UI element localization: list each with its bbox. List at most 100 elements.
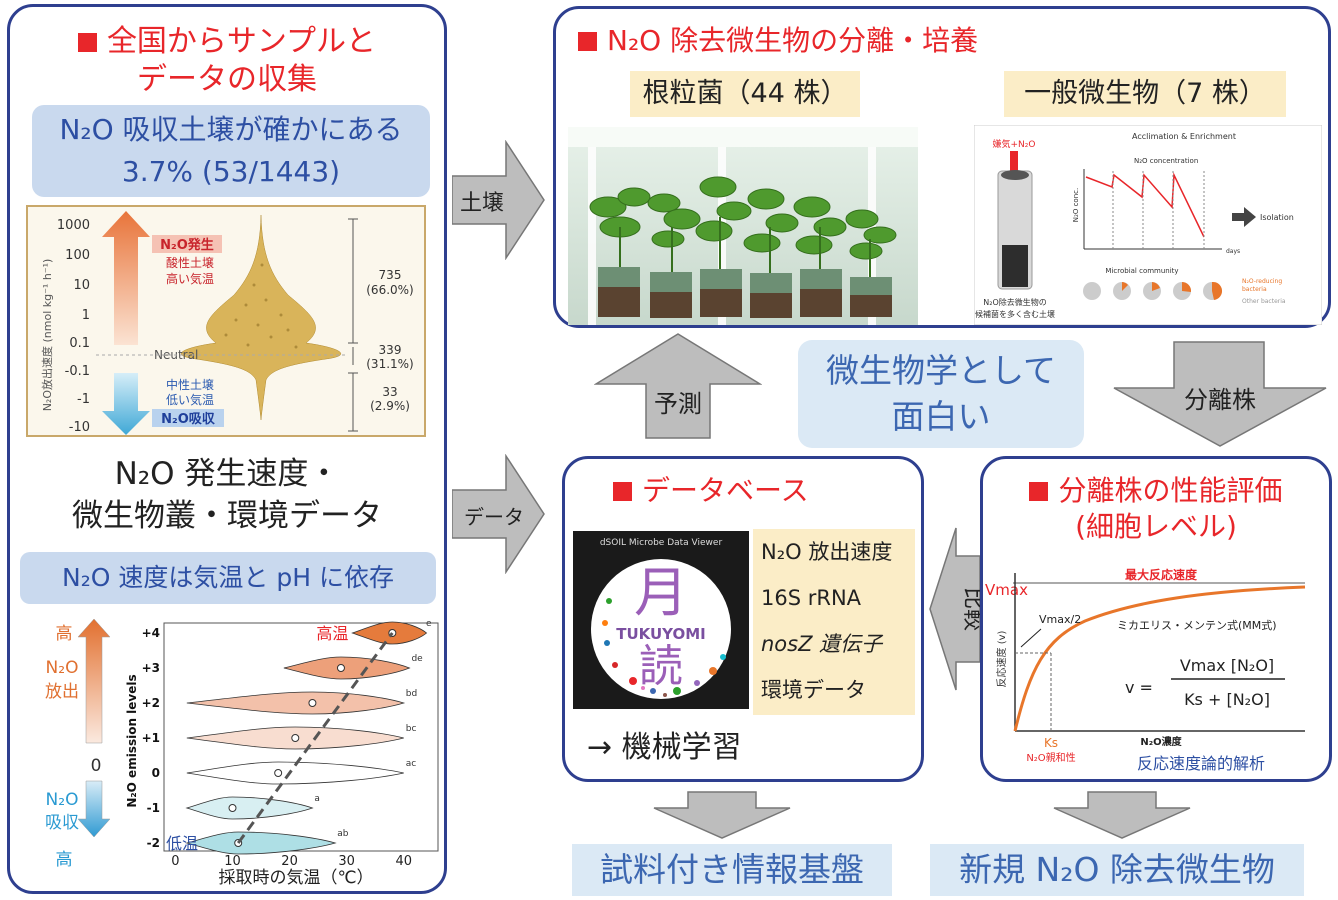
svg-text:高: 高: [56, 850, 73, 870]
svg-text:N₂O emission levels: N₂O emission levels: [125, 674, 139, 807]
isolation-title: N₂O 除去微生物の分離・培養: [578, 23, 978, 59]
vmax-half-pointer: [1020, 628, 1042, 648]
svg-text:N₂O濃度: N₂O濃度: [1140, 735, 1182, 748]
svg-text:採取時の気温（℃）: 採取時の気温（℃）: [218, 868, 373, 888]
red-square-icon: [578, 32, 597, 51]
info-platform-box: 試料付き情報基盤: [572, 844, 892, 896]
trend-line: [236, 632, 394, 844]
compare-arrow: 比較: [929, 527, 982, 691]
median-point: [228, 804, 237, 812]
evaluation-down-arrow: [1053, 791, 1191, 839]
svg-text:N₂O: N₂O: [46, 658, 79, 678]
level-tick-label: -2: [147, 836, 160, 850]
svg-text:Ks: Ks: [1044, 736, 1058, 750]
red-square-icon: [1029, 482, 1049, 501]
svg-text:N₂O concentration: N₂O concentration: [1134, 157, 1198, 165]
microbiology-interest-box: 微生物学として 面白い: [798, 340, 1084, 448]
red-square-icon: [613, 482, 632, 501]
svg-text:分離株: 分離株: [1184, 386, 1256, 414]
svg-text:高い気温: 高い気温: [166, 271, 214, 286]
median-point: [336, 664, 345, 672]
svg-text:(66.0%): (66.0%): [366, 283, 413, 297]
x-tick-label: 40: [395, 854, 412, 869]
violin-level-6: [185, 831, 337, 855]
svg-text:吸収: 吸収: [45, 813, 79, 833]
svg-text:Other bacteria: Other bacteria: [1242, 298, 1286, 305]
violin-level-1: [283, 656, 411, 680]
svg-text:高: 高: [56, 624, 73, 644]
x-tick-label: 0: [171, 854, 179, 869]
svg-text:N₂O親和性: N₂O親和性: [1026, 751, 1075, 764]
svg-text:(2.9%): (2.9%): [370, 399, 410, 413]
median-point: [308, 699, 317, 707]
svg-text:v =: v =: [1125, 678, 1153, 697]
significance-letter: bc: [406, 724, 417, 734]
level-tick-label: +4: [142, 626, 160, 640]
violin-level-4: [186, 761, 404, 785]
svg-text:N₂O conc.: N₂O conc.: [1072, 188, 1080, 222]
logo-kanji-bottom: 読: [639, 641, 683, 692]
svg-text:Acclimation & Enrichment: Acclimation & Enrichment: [1132, 132, 1236, 141]
general-microbe-label: 一般微生物（7 株）: [1004, 71, 1286, 117]
median-point: [291, 734, 300, 742]
new-microbe-box: 新規 N₂O 除去微生物: [930, 844, 1304, 896]
svg-text:33: 33: [382, 385, 397, 399]
x-tick-label: 20: [281, 854, 298, 869]
plot-frame: [163, 622, 439, 852]
rhizobia-label: 根粒菌（44 株）: [630, 71, 860, 117]
enrichment-diagram: Acclimation & Enrichment 嫌気+N₂O N₂O除去微生物…: [974, 125, 1322, 325]
svg-text:反応速度論的解析: 反応速度論的解析: [1137, 754, 1265, 773]
database-items: N₂O 放出速度 16S rRNA nosZ 遺伝子 環境データ: [753, 529, 915, 715]
emission-label: N₂O発生: [160, 237, 214, 253]
temperature-violin-chart: 高 N₂O 放出 0 N₂O 吸収 高 N₂O emission levels …: [45, 618, 439, 888]
svg-text:days: days: [1226, 248, 1240, 255]
isolation-panel: N₂O 除去微生物の分離・培養 根粒菌（44 株） 一般微生物（7 株）: [553, 6, 1331, 328]
violin-tick: 1: [82, 308, 90, 323]
collection-panel: 全国からサンプルと データの収集 N₂O 吸収土壌が確かにある 3.7% (53…: [7, 4, 447, 894]
svg-text:データ: データ: [464, 505, 524, 529]
database-title: データベース: [613, 473, 809, 509]
violin-tick: -1: [77, 392, 90, 407]
level-tick-label: +2: [142, 696, 160, 710]
svg-text:N₂O: N₂O: [46, 790, 79, 810]
emission-violin-figure: N₂O放出速度 (nmol kg⁻¹ h⁻¹) 1000 100 10 1 0.…: [26, 205, 426, 437]
svg-text:Vmax/2: Vmax/2: [1039, 613, 1081, 626]
svg-text:bacteria: bacteria: [1242, 286, 1267, 293]
soil-arrow: 土壌: [452, 140, 545, 260]
svg-text:(31.1%): (31.1%): [366, 357, 413, 371]
violin-tick: 100: [65, 248, 90, 263]
svg-text:嫌気+N₂O: 嫌気+N₂O: [993, 138, 1036, 150]
svg-text:放出: 放出: [45, 682, 79, 702]
violin-tick: 1000: [57, 218, 90, 233]
svg-text:N₂O除去微生物の: N₂O除去微生物の: [983, 297, 1047, 307]
svg-text:339: 339: [379, 343, 402, 357]
significance-letter: a: [314, 794, 320, 804]
svg-text:酸性土壌: 酸性土壌: [166, 255, 214, 270]
svg-text:候補菌を多く含む土壌: 候補菌を多く含む土壌: [975, 309, 1055, 319]
level-tick-label: -1: [147, 801, 160, 815]
db-item: 16S rRNA: [761, 586, 862, 610]
low-temp-label: 低温: [166, 834, 198, 853]
evaluation-panel: 分離株の性能評価 (細胞レベル) Vmax 最大反応速度 反応速度 (v) Vm…: [980, 456, 1332, 782]
median-point: [274, 769, 283, 777]
absorption-label: N₂O吸収: [161, 412, 216, 427]
svg-text:低い気温: 低い気温: [166, 392, 214, 407]
svg-text:反応速度 (v): 反応速度 (v): [995, 630, 1008, 687]
machine-learning-label: → 機械学習: [587, 730, 742, 765]
tukuyomi-logo: dSOIL Microbe Data Viewer 月 TUKUYOMI 読: [573, 531, 749, 709]
level-tick-label: 0: [152, 766, 160, 780]
significance-letter: ab: [337, 829, 349, 839]
soil-absorption-box: N₂O 吸収土壌が確かにある 3.7% (53/1443): [32, 105, 430, 197]
x-tick-label: 10: [224, 854, 241, 869]
violin-level-5: [185, 796, 314, 820]
high-temp-label: 高温: [316, 624, 348, 643]
level-tick-label: +1: [142, 731, 160, 745]
database-down-arrow: [653, 791, 791, 839]
violin-tick: 10: [73, 278, 90, 293]
logo-kanji-top: 月: [634, 561, 688, 624]
db-item: 環境データ: [761, 678, 866, 702]
soybean-plants-photo: [568, 127, 918, 325]
violin-body: [181, 214, 341, 421]
violin-tick: -0.1: [65, 364, 90, 379]
